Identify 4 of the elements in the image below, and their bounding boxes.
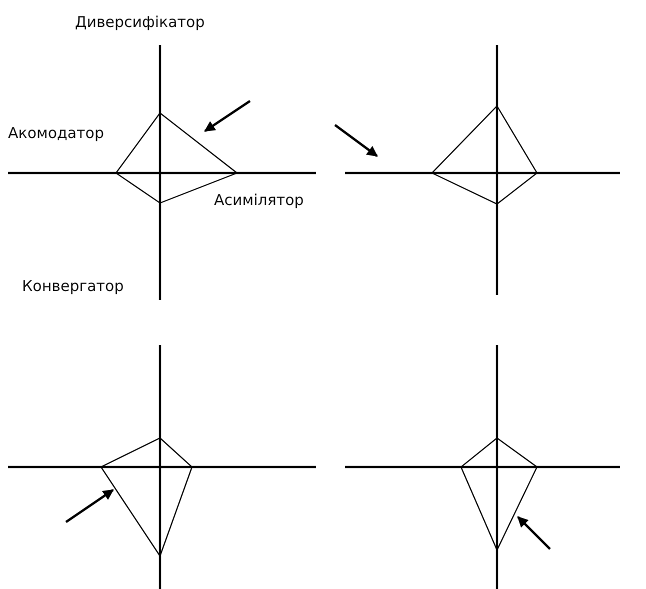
axis-label: Акомодатор [8,124,104,142]
axis-label: Диверсифікатор [75,13,205,31]
axis-label: Конвергатор [22,277,124,295]
axis-label: Асимілятор [214,191,304,209]
